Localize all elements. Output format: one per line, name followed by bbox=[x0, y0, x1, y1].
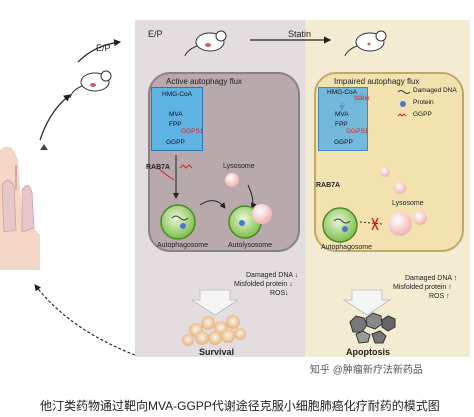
left-autophagosome-label: Autophagosome bbox=[157, 242, 208, 249]
right-ggpp: GGPP bbox=[334, 139, 353, 146]
human-silhouette-icon bbox=[0, 146, 40, 270]
legend-protein: Protein bbox=[413, 99, 434, 106]
survival-cells-icon bbox=[182, 315, 246, 346]
figure-caption: 他汀类药物通过靶向MVA-GGPP代谢途径克服小细胞肺癌化疗耐药的模式图 bbox=[40, 399, 440, 413]
right-lysosome-label: Lysosome bbox=[392, 200, 424, 207]
right-mva: MVA bbox=[335, 111, 349, 118]
mouse-icon bbox=[69, 70, 112, 99]
left-effect-dna: Damaged DNA ↓ bbox=[246, 272, 299, 279]
left-ggpp: GGPP bbox=[166, 139, 185, 146]
left-lysosome-label: Lysosome bbox=[223, 163, 255, 170]
left-hmgcoa: HMG-CoA bbox=[162, 91, 192, 98]
ep-label: E/P bbox=[96, 43, 111, 53]
right-statin: statin bbox=[354, 95, 370, 102]
right-autophagosome-label: Autophagosome bbox=[321, 244, 372, 251]
apoptosis-cells-icon bbox=[349, 312, 396, 344]
mouse-ep-icon bbox=[184, 30, 227, 57]
statin-label: Statin bbox=[288, 29, 312, 39]
left-pathway-box bbox=[151, 87, 203, 151]
survival-label: Survival bbox=[199, 347, 235, 357]
right-effect-dna: Damaged DNA ↑ bbox=[405, 275, 458, 282]
right-fpp: FPP bbox=[335, 121, 348, 128]
legend-ggpp: GGPP bbox=[413, 111, 432, 118]
right-ggps1: GGPS1 bbox=[346, 128, 369, 135]
right-rab7a: RAB7A bbox=[316, 182, 341, 189]
impaired-flux-title: Impaired autophagy flux bbox=[334, 77, 420, 86]
right-effect-ros: ROS ↑ bbox=[429, 293, 450, 300]
apoptosis-label: Apoptosis bbox=[346, 347, 390, 357]
right-effect-protein: Misfolded protein ↑ bbox=[393, 284, 452, 291]
left-ggps1: GGPS1 bbox=[181, 128, 204, 135]
ep-top-label: E/P bbox=[148, 29, 163, 39]
right-pathway-box bbox=[318, 87, 368, 151]
left-fpp: FPP bbox=[169, 121, 182, 128]
legend-damaged-dna: Damaged DNA bbox=[413, 87, 457, 94]
right-hmgcoa: HMG-CoA bbox=[327, 89, 357, 96]
left-mva: MVA bbox=[169, 111, 183, 118]
left-rab7a: RAB7A bbox=[146, 164, 171, 171]
left-effect-protein: Misfolded protein ↓ bbox=[234, 281, 293, 288]
active-flux-title: Active autophagy flux bbox=[166, 77, 243, 86]
autolysosome-label: Autolysosome bbox=[228, 242, 272, 249]
left-effect-ros: ROS↓ bbox=[270, 290, 289, 297]
watermark: 知乎 @肿瘤新疗法新药品 bbox=[310, 365, 423, 376]
mouse-statin-icon bbox=[344, 30, 387, 57]
